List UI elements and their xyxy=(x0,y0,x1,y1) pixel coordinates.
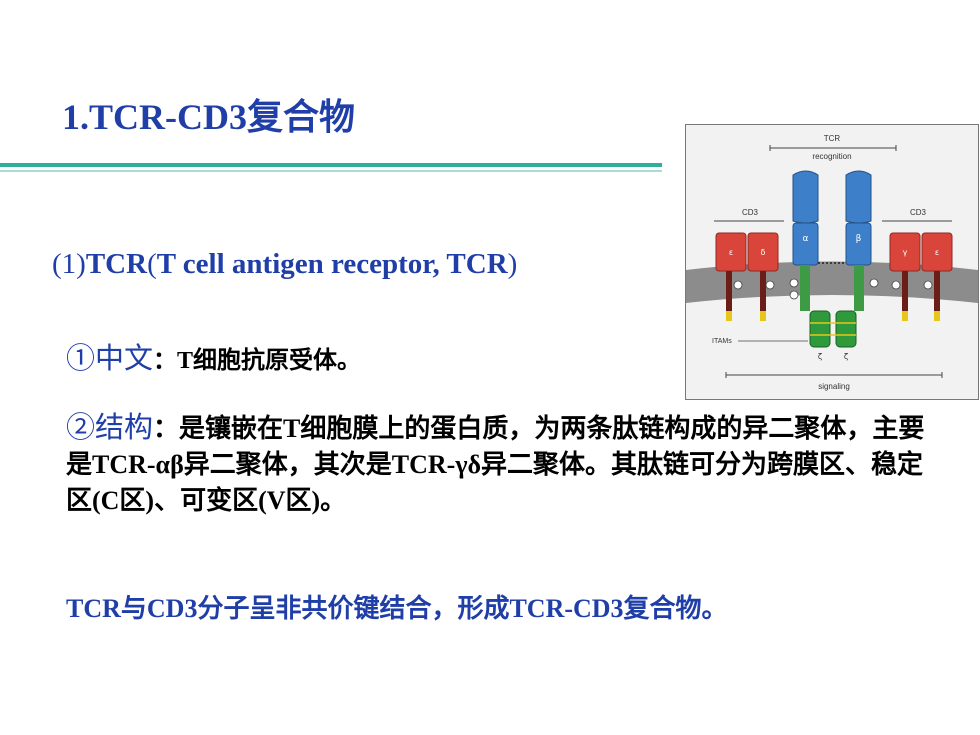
itams-label: ITAMs xyxy=(712,338,732,345)
point1-text: T细胞抗原受体。 xyxy=(177,348,362,374)
title-divider-light xyxy=(0,170,662,172)
cd3-right-label: CD3 xyxy=(910,208,927,217)
delta-symbol: δ xyxy=(761,248,766,257)
section-english-name: T cell antigen receptor, TCR xyxy=(156,248,508,280)
point-structure: ②结构：是镶嵌在T细胞膜上的蛋白质，为两条肽链构成的异二聚体，主要是TCR-αβ… xyxy=(66,410,946,519)
tcr-beta-chain: β xyxy=(845,170,872,311)
beta-symbol: β xyxy=(856,234,862,244)
recognition-label: recognition xyxy=(812,152,851,161)
point-chinese-name: ①中文：T细胞抗原受体。 xyxy=(66,335,361,377)
point2-label: ②结构 xyxy=(66,412,154,444)
section-heading: (1)TCR(T cell antigen receptor, TCR) xyxy=(52,248,517,281)
cd3-gamma: γ xyxy=(889,232,921,321)
section-abbrev: TCR xyxy=(85,248,148,280)
gamma-symbol: γ xyxy=(903,248,908,257)
zeta-right-symbol: ζ xyxy=(844,352,848,361)
page-title: 1.TCR-CD3复合物 xyxy=(62,97,355,137)
epsilon-left-symbol: ε xyxy=(729,248,733,257)
alpha-symbol: α xyxy=(803,234,809,244)
point2-text: 是镶嵌在T细胞膜上的蛋白质，为两条肽链构成的异二聚体，主要是TCR-αβ异二聚体… xyxy=(66,414,925,515)
tcr-label: TCR xyxy=(824,134,841,143)
signaling-label: signaling xyxy=(818,382,850,391)
point2-colon: ： xyxy=(153,414,180,443)
cd3-left-label: CD3 xyxy=(742,208,759,217)
summary-text: TCR与CD3分子呈非共价键结合，形成TCR-CD3复合物。 xyxy=(66,594,728,623)
title-divider xyxy=(0,163,662,167)
section-number: (1) xyxy=(52,248,86,280)
zeta-dimer: ζ ζ xyxy=(809,310,857,361)
point1-colon: ： xyxy=(153,348,178,374)
zeta-left-symbol: ζ xyxy=(818,352,822,361)
cd3-epsilon-left: ε xyxy=(715,232,747,321)
paren-close: ) xyxy=(507,248,518,280)
epsilon-right-symbol: ε xyxy=(935,248,939,257)
paren-open: ( xyxy=(147,248,157,280)
cd3-epsilon-right: ε xyxy=(921,232,953,321)
cd3-delta: δ xyxy=(747,232,779,321)
point1-label: ①中文 xyxy=(66,343,154,375)
tcr-alpha-chain: α xyxy=(792,170,819,311)
tcr-cd3-diagram: TCR recognition CD3 CD3 α β xyxy=(685,124,979,400)
